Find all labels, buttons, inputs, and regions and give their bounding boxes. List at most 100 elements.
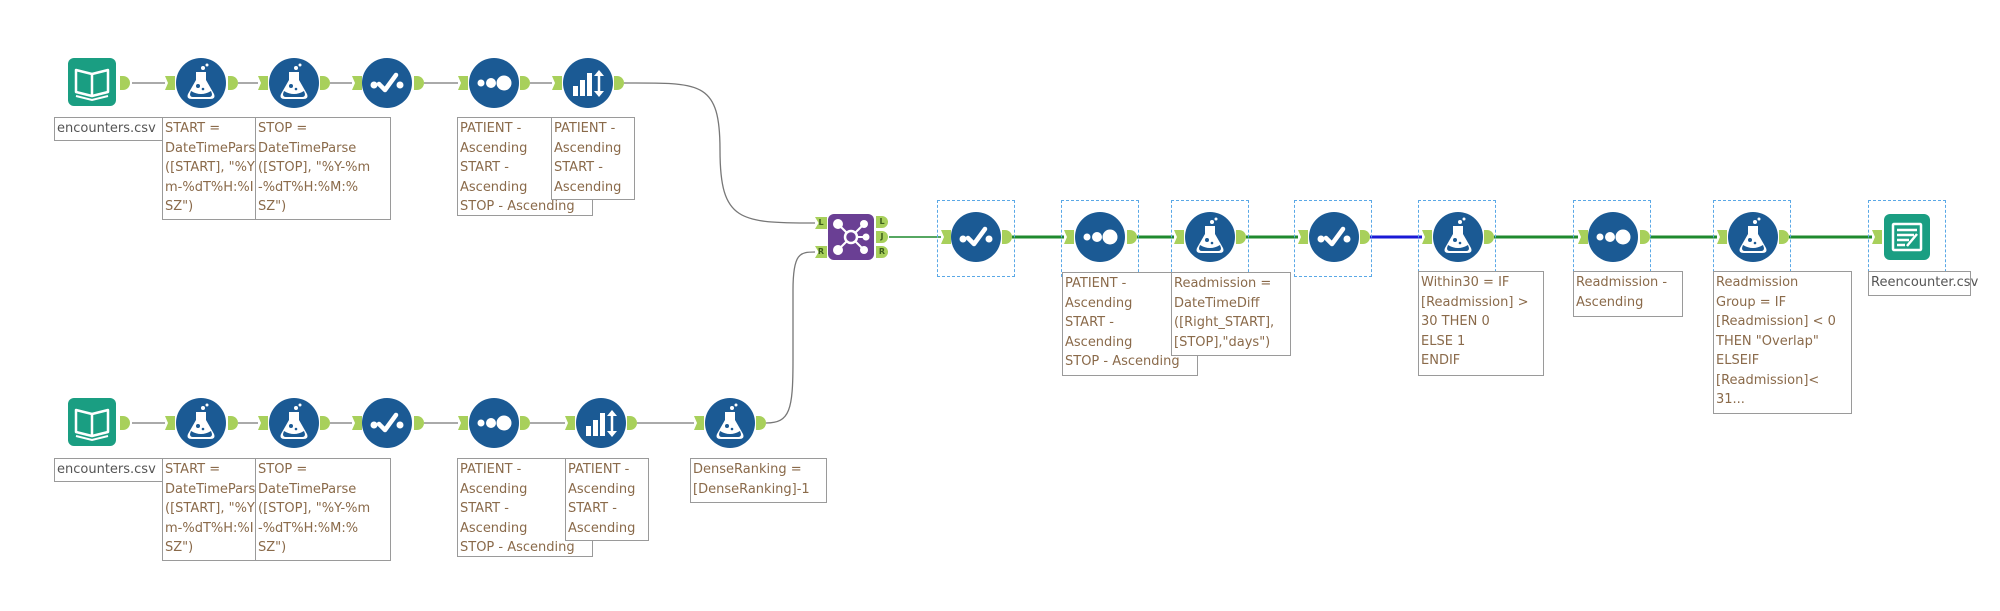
output-anchor[interactable]: [320, 416, 330, 430]
check-icon: [370, 412, 404, 433]
join-left-input-anchor[interactable]: L: [815, 217, 827, 229]
input-data-tool[interactable]: [68, 398, 116, 446]
tool-annotation: PATIENT - Ascending START - Ascending ST…: [1062, 272, 1198, 376]
tool-annotation: PATIENT - Ascending START - Ascending: [565, 458, 649, 541]
tool-annotation: STOP = DateTimeParse ([STOP], "%Y-%m -%d…: [255, 117, 391, 220]
tool-annotation: Reencounter.csv: [1868, 271, 1978, 296]
input-anchor[interactable]: [1298, 230, 1308, 244]
book-open-icon: [74, 68, 110, 102]
output-anchor[interactable]: [320, 76, 330, 90]
check-icon: [1317, 226, 1351, 247]
output-anchor[interactable]: [120, 416, 130, 430]
tool-annotation: START = DateTimePars ([START], "%Y m-%dT…: [162, 458, 258, 561]
output-anchor[interactable]: [1002, 230, 1012, 244]
input-anchor[interactable]: [165, 416, 175, 430]
output-anchor[interactable]: [228, 76, 238, 90]
output-anchor[interactable]: [228, 416, 238, 430]
input-anchor[interactable]: [694, 416, 704, 430]
check-icon: [370, 72, 404, 93]
input-anchor[interactable]: [1578, 230, 1588, 244]
dots-icon: [477, 75, 512, 91]
input-anchor[interactable]: [941, 230, 951, 244]
connection[interactable]: [623, 82, 816, 224]
formula-tool[interactable]: [1728, 212, 1778, 262]
book-open-icon: [74, 408, 110, 442]
join-right-input-anchor[interactable]: R: [815, 246, 827, 258]
output-anchor[interactable]: [1360, 230, 1370, 244]
flask-icon: [1739, 217, 1767, 253]
input-anchor[interactable]: [1174, 230, 1184, 244]
input-anchor[interactable]: [552, 76, 562, 90]
multi-row-tool[interactable]: [563, 58, 613, 108]
selection-box: [937, 200, 1015, 277]
output-anchor[interactable]: [1127, 230, 1137, 244]
tool-annotation: Readmission Group = IF [Readmission] < 0…: [1713, 271, 1852, 414]
input-data-tool[interactable]: [68, 58, 116, 106]
output-anchor[interactable]: [1236, 230, 1246, 244]
selection-box: [1294, 200, 1372, 277]
flask-icon: [1444, 217, 1472, 253]
formula-tool[interactable]: [269, 58, 319, 108]
output-anchor[interactable]: [520, 76, 530, 90]
output-anchor[interactable]: [627, 416, 637, 430]
output-data-tool[interactable]: [1884, 214, 1930, 260]
formula-tool[interactable]: [705, 398, 755, 448]
input-anchor[interactable]: [1872, 230, 1882, 244]
sort-tool[interactable]: [1075, 212, 1125, 262]
output-anchor[interactable]: [414, 76, 424, 90]
output-anchor[interactable]: [614, 76, 624, 90]
input-anchor[interactable]: [258, 416, 268, 430]
flask-icon: [187, 403, 215, 439]
sort-tool[interactable]: [1588, 212, 1638, 262]
formula-tool[interactable]: [1185, 212, 1235, 262]
flask-icon: [1196, 217, 1224, 253]
input-anchor[interactable]: [165, 76, 175, 90]
formula-tool[interactable]: [176, 58, 226, 108]
formula-tool[interactable]: [269, 398, 319, 448]
tool-annotation: encounters.csv: [54, 117, 164, 141]
output-anchor[interactable]: [414, 416, 424, 430]
output-anchor[interactable]: [120, 76, 130, 90]
dots-icon: [1083, 229, 1118, 245]
join-tool[interactable]: [828, 214, 874, 260]
input-anchor[interactable]: [458, 416, 468, 430]
input-anchor[interactable]: [258, 76, 268, 90]
join-right-output-anchor[interactable]: R: [876, 246, 888, 258]
output-anchor[interactable]: [1484, 230, 1494, 244]
join-left-output-anchor[interactable]: L: [876, 216, 888, 228]
tool-annotation: encounters.csv: [54, 458, 164, 482]
flask-icon: [187, 63, 215, 99]
join-output-anchor[interactable]: J: [876, 231, 888, 243]
output-anchor[interactable]: [1640, 230, 1650, 244]
select-tool[interactable]: [951, 212, 1001, 262]
select-tool[interactable]: [1309, 212, 1359, 262]
input-anchor[interactable]: [1064, 230, 1074, 244]
flask-icon: [280, 63, 308, 99]
input-anchor[interactable]: [1422, 230, 1432, 244]
connection[interactable]: [765, 251, 816, 424]
dots-icon: [477, 415, 512, 431]
output-anchor[interactable]: [520, 416, 530, 430]
tool-annotation: DenseRanking = [DenseRanking]-1: [690, 458, 827, 503]
input-anchor[interactable]: [565, 416, 575, 430]
bar-chart-sort-icon: [573, 70, 604, 97]
bar-chart-sort-icon: [586, 410, 617, 437]
select-tool[interactable]: [362, 58, 412, 108]
select-tool[interactable]: [362, 398, 412, 448]
tool-annotation: PATIENT - Ascending START - Ascending: [551, 117, 635, 200]
output-anchor[interactable]: [756, 416, 766, 430]
formula-tool[interactable]: [176, 398, 226, 448]
output-anchor[interactable]: [1779, 230, 1789, 244]
input-anchor[interactable]: [1717, 230, 1727, 244]
formula-tool[interactable]: [1433, 212, 1483, 262]
join-icon: [833, 219, 870, 255]
input-anchor[interactable]: [458, 76, 468, 90]
input-anchor[interactable]: [352, 76, 362, 90]
input-anchor[interactable]: [352, 416, 362, 430]
sort-tool[interactable]: [469, 398, 519, 448]
check-icon: [959, 226, 993, 247]
multi-row-tool[interactable]: [576, 398, 626, 448]
sort-tool[interactable]: [469, 58, 519, 108]
